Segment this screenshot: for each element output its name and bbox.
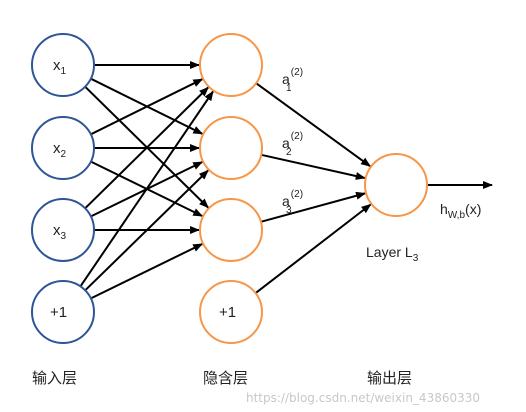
edge-hidden-to-output [260,153,366,180]
activation-label-3: a(2)3 [282,189,303,216]
edge-input-to-hidden [84,86,209,210]
edge-hidden-to-output [255,82,371,168]
edge-input-to-hidden [79,90,214,287]
output-node [364,153,428,217]
hidden-bias-label: +1 [219,304,236,321]
hidden-layer: +1 [199,33,263,344]
hidden-node-3 [199,198,263,262]
input-layer: x1 x2 x3 +1 [31,33,95,344]
input-node-bias [31,280,95,344]
output-layer-label: Layer L3 [366,244,419,264]
edge-input-to-hidden [84,169,209,292]
activation-label-1: a(2)1 [282,67,303,94]
input-layer-caption: 输入层 [32,369,77,387]
input-bias-label: +1 [50,304,67,321]
input-node-label: x2 [53,140,67,160]
input-node-x2 [31,116,95,180]
edge-input-to-hidden [90,78,204,136]
input-node-label: x3 [53,222,67,242]
hidden-layer-caption: 隐含层 [203,369,248,387]
hidden-node-bias [199,280,263,344]
input-node-x1 [31,33,95,97]
connection-lines [79,61,372,300]
hidden-node-1 [199,33,263,97]
activation-label-2: a(2)2 [282,131,303,158]
edge-hidden-to-output [260,191,367,223]
watermark: https://blog.csdn.net/weixin_43860330 [246,391,480,405]
hypothesis-label: hW,b(x) [440,201,481,221]
edge-input-to-hidden [90,243,204,300]
input-node-label: x1 [53,57,67,77]
input-node-x3 [31,198,95,262]
edge-hidden-to-output [254,203,372,294]
output-layer-caption: 输出层 [367,369,412,387]
hidden-node-2 [199,116,263,180]
